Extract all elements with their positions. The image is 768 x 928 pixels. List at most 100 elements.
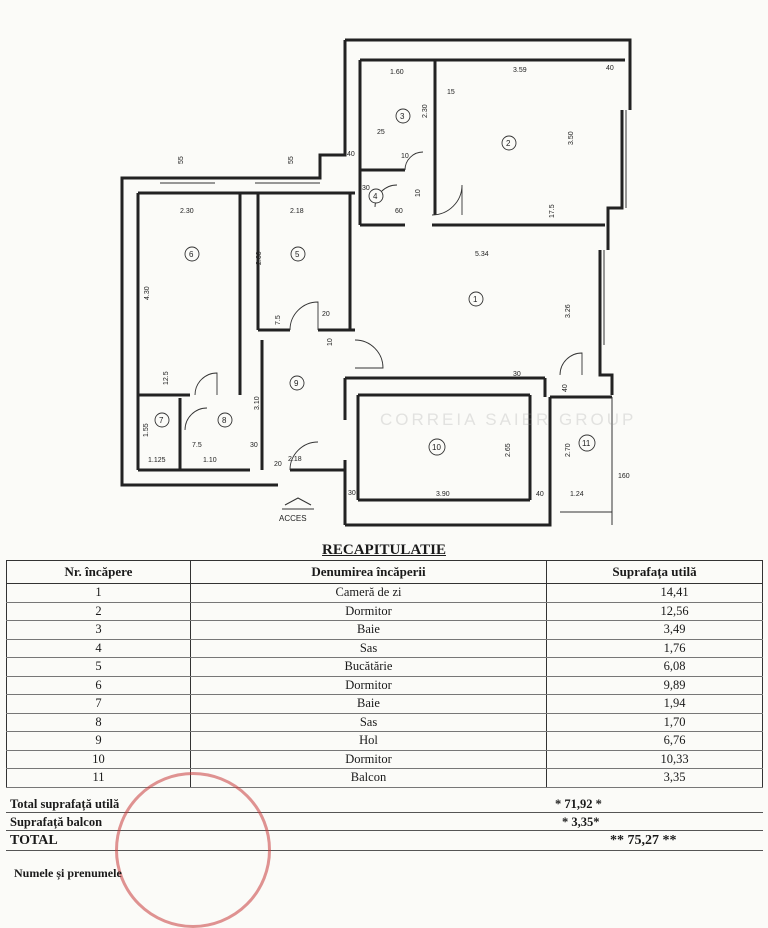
dim-text: 3.50 — [568, 131, 575, 145]
room-marker: 2 — [501, 135, 517, 151]
dim-text: 1.125 — [148, 457, 166, 464]
cell-area: 10,33 — [546, 750, 763, 769]
dim-text: 1.10 — [203, 457, 217, 464]
recap-title: RECAPITULATIE — [322, 542, 446, 558]
svg-text:5: 5 — [295, 250, 300, 259]
dim-text: 60 — [395, 208, 403, 215]
balcony-label: Suprafață balcon — [10, 815, 103, 829]
cell-name: Sas — [190, 713, 547, 732]
rooms-table: Nr. încăpere Denumirea încăperii Suprafa… — [6, 560, 763, 788]
dim-text: 55 — [288, 156, 295, 164]
room-marker: 3 — [395, 108, 411, 124]
cell-name: Dormitor — [190, 602, 547, 621]
cell-name: Baie — [190, 620, 547, 640]
cell-nr: 7 — [6, 694, 191, 714]
dim-text: 2.30 — [180, 208, 194, 215]
dim-text: 25 — [377, 129, 385, 136]
dim-text: 5.34 — [475, 251, 489, 258]
dim-text: 2.18 — [290, 208, 304, 215]
cell-name: Sas — [190, 639, 547, 658]
summary-section: RECAPITULATIE Nr. încăpere Denumirea înc… — [0, 540, 768, 928]
cell-area: 3,49 — [546, 620, 763, 640]
names-label: Numele și prenumele — [14, 866, 122, 880]
dim-text: 30 — [250, 442, 258, 449]
dim-text: 2.30 — [422, 104, 429, 118]
svg-text:7: 7 — [159, 416, 164, 425]
dim-text: 10 — [327, 338, 334, 346]
svg-text:9: 9 — [294, 379, 299, 388]
cell-name: Bucătărie — [190, 657, 547, 677]
dim-text: 30 — [348, 490, 356, 497]
room-marker: 8 — [217, 412, 233, 428]
total-useful-label: Total suprafață utilă — [10, 797, 120, 811]
cell-nr: 2 — [6, 602, 191, 621]
svg-text:1: 1 — [473, 295, 478, 304]
balcony-value: * 3,35* — [562, 815, 600, 829]
total-useful-value: * 71,92 * — [555, 797, 602, 811]
total-label: TOTAL — [10, 833, 58, 848]
cell-nr: 3 — [6, 620, 191, 640]
cell-area: 1,94 — [546, 694, 763, 714]
dim-text: 20 — [322, 311, 330, 318]
dim-text: 3.10 — [254, 396, 261, 410]
dim-text: 3.90 — [436, 491, 450, 498]
dim-text: 2.60 — [256, 251, 263, 265]
dim-text: 40 — [562, 384, 569, 392]
cell-area: 14,41 — [546, 583, 763, 603]
dim-text: 1.24 — [570, 491, 584, 498]
cell-name: Baie — [190, 694, 547, 714]
dim-text: 55 — [178, 156, 185, 164]
svg-text:11: 11 — [582, 439, 591, 448]
header-area: Suprafața utilă — [546, 560, 763, 584]
dim-text: 1.55 — [143, 423, 150, 437]
dim-text: 40 — [347, 151, 355, 158]
cell-nr: 1 — [6, 583, 191, 603]
dim-text: 3.59 — [513, 67, 527, 74]
dim-text: 3.26 — [565, 304, 572, 318]
svg-text:6: 6 — [189, 250, 194, 259]
access-label: ACCES — [279, 514, 307, 523]
dim-text: 2.65 — [505, 443, 512, 457]
cell-nr: 8 — [6, 713, 191, 732]
cell-area: 6,08 — [546, 657, 763, 677]
svg-text:2: 2 — [506, 139, 511, 148]
watermark: CORREIA SAIER GROUP — [380, 410, 636, 429]
cell-area: 9,89 — [546, 676, 763, 695]
cell-name: Cameră de zi — [190, 583, 547, 603]
header-nr: Nr. încăpere — [6, 560, 191, 584]
room-marker: 9 — [289, 375, 305, 391]
cell-name: Dormitor — [190, 676, 547, 695]
cell-nr: 11 — [6, 768, 191, 788]
dim-text: 10 — [415, 189, 422, 197]
dim-text: 17.5 — [549, 204, 556, 218]
table-header-row: Nr. încăpere Denumirea încăperii Suprafa… — [6, 560, 763, 584]
room-marker: 11 — [578, 434, 596, 452]
cell-area: 1,76 — [546, 639, 763, 658]
dim-text: 7.5 — [275, 315, 282, 325]
dim-text: 30 — [362, 185, 370, 192]
room-marker: 5 — [290, 246, 306, 262]
dim-text: 10 — [401, 153, 409, 160]
dim-text: 2.18 — [288, 456, 302, 463]
room-marker: 7 — [154, 412, 170, 428]
dim-text: 160 — [618, 473, 630, 480]
header-name: Denumirea încăperii — [190, 560, 547, 584]
cell-area: 6,76 — [546, 731, 763, 751]
dim-text: 40 — [606, 65, 614, 72]
dim-text: 2.70 — [565, 443, 572, 457]
floor-plan: ACCES 1.60 3.59 40 15 2.30 25 3.50 40 10… — [120, 38, 636, 527]
svg-text:10: 10 — [432, 443, 441, 452]
cell-nr: 5 — [6, 657, 191, 677]
dim-text: 20 — [274, 461, 282, 468]
cell-area: 3,35 — [546, 768, 763, 788]
total-value: ** 75,27 ** — [610, 833, 677, 848]
cell-nr: 4 — [6, 639, 191, 658]
